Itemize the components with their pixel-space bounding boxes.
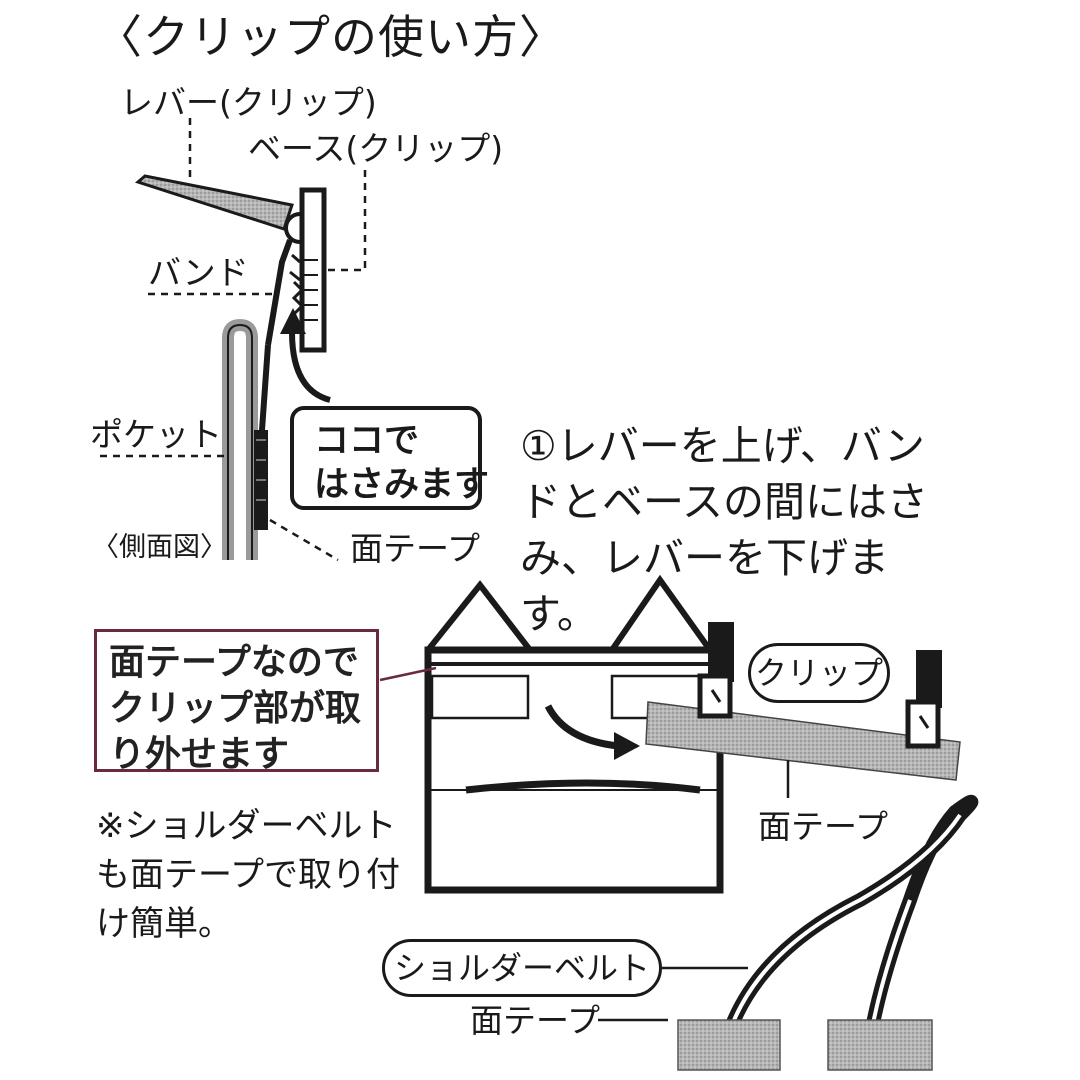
cat-pouch [424,574,724,894]
callout-line-1: ココで [314,421,420,461]
callout-line-2: はさみます [314,465,490,505]
shoulder-belt-pill-label: ショルダーベルト [382,939,662,997]
label-side-view: 〈側面図〉 [92,532,227,563]
tape-belt-right [827,1019,933,1071]
label-pocket: ポケット [90,415,222,454]
insert-arrow [289,331,331,403]
tape-belt-left [677,1019,781,1071]
clip-base [299,187,327,353]
clip-right-icon [905,650,942,749]
page-title: 〈クリップの使い方〉 [96,10,566,64]
label-lever: レバー(クリップ) [120,83,377,122]
tape-strip [645,701,961,781]
clip-left-icon [697,622,734,719]
label-tape-belt: 面テープ [470,1001,601,1040]
label-tape-side: 面テープ [350,529,481,568]
pocket-shape [222,318,258,560]
belt-note: ※ショルダーベルトも面テープで取り付け簡単。 [96,806,400,944]
clip-lever [134,174,294,231]
label-base: ベース(クリップ) [248,129,504,168]
clip-band [265,238,293,346]
detach-note: 面テープなのでクリップ部が取り外せます [94,629,379,775]
callout-pinch-here: ココで はさみます [290,406,490,510]
clip-pill-label: クリップ [748,643,890,703]
label-band: バンド [148,253,249,292]
label-tape-front: 面テープ [758,807,889,846]
step-1-text: ①レバーを上げ、バンドとベースの間にはさみ、レバーを下げます。 [520,422,928,638]
detach-arrow [544,704,619,750]
